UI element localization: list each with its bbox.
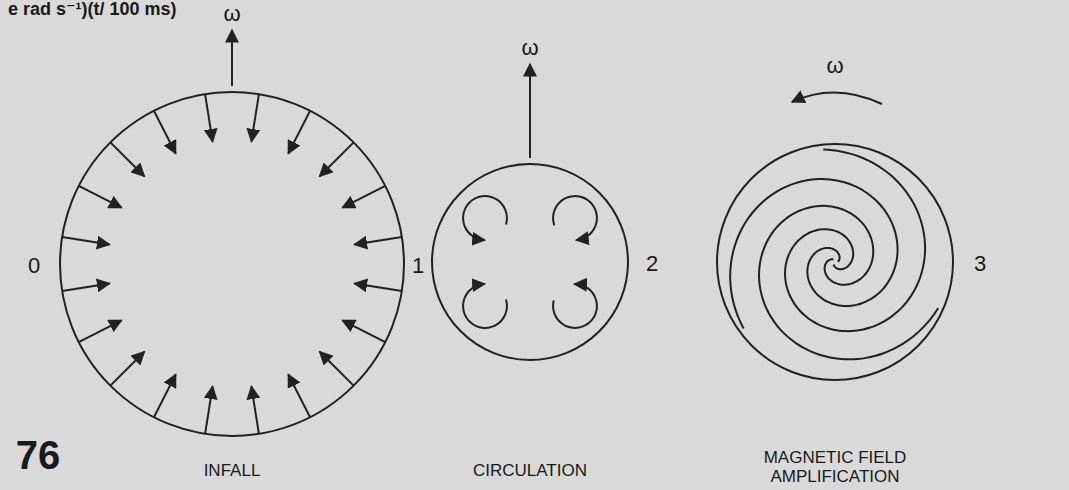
omega-symbol: ω — [521, 36, 538, 60]
infall-arrow — [205, 386, 213, 433]
stage-number: 0 — [28, 254, 40, 278]
omega-symbol: ω — [223, 2, 240, 26]
infall-arrow — [154, 374, 176, 417]
stage-number: 2 — [646, 252, 658, 276]
infall-arrow — [354, 237, 401, 245]
infall-arrow — [251, 386, 259, 433]
rotation-arrow — [529, 64, 531, 158]
circulation-arrow — [553, 196, 597, 240]
rotation-arrow — [231, 30, 233, 86]
spiral-field-line — [785, 150, 925, 332]
infall-arrows — [62, 94, 402, 434]
infall-arrow — [79, 186, 122, 208]
circulation-arrow — [463, 284, 507, 328]
stage-caption: MAGNETIC FIELD AMPLIFICATION — [740, 449, 930, 486]
infall-arrow — [205, 94, 213, 141]
infall-arrow — [342, 320, 385, 342]
circulation-circle — [432, 164, 628, 360]
slide-heading: e rad s⁻¹)(t/ 100 ms) — [8, 0, 177, 20]
stage-caption: CIRCULATION — [473, 462, 587, 481]
stage-caption: INFALL — [204, 462, 261, 481]
field-circle — [717, 144, 953, 380]
slide-number: 76 — [16, 433, 61, 477]
infall-arrow — [320, 352, 354, 386]
circulation-arrow — [463, 196, 507, 240]
infall-arrow — [320, 142, 354, 176]
infall-arrow — [251, 94, 259, 141]
spiral-field-lines — [730, 150, 938, 360]
rotation-arrow — [792, 92, 882, 104]
infall-arrow — [342, 186, 385, 208]
infall-arrow — [110, 142, 144, 176]
circulation-arrows — [463, 196, 597, 328]
infall-circle — [60, 92, 404, 436]
infall-arrow — [154, 111, 176, 154]
circulation-arrow — [553, 284, 597, 328]
spiral-field-line — [759, 206, 938, 360]
infall-arrow — [62, 237, 109, 245]
omega-symbol: ω — [826, 54, 843, 78]
infall-arrow — [110, 352, 144, 386]
stage-number: 1 — [412, 254, 424, 278]
infall-arrow — [288, 374, 310, 417]
infall-arrow — [62, 283, 109, 291]
infall-arrow — [354, 283, 401, 291]
stage-number: 3 — [974, 252, 986, 276]
infall-arrow — [79, 320, 122, 342]
infall-arrow — [288, 111, 310, 154]
